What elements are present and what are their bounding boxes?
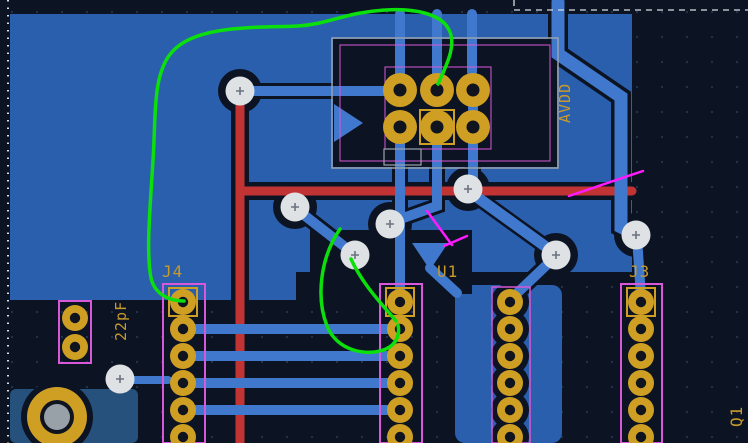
- via[interactable]: [224, 75, 256, 107]
- value-label-22pf[interactable]: 22pF: [112, 301, 130, 341]
- silkscreen-outline-u1: [379, 283, 423, 443]
- pad-through-hole[interactable]: [170, 343, 196, 369]
- ref-label-q1[interactable]: Q1: [727, 406, 746, 427]
- via[interactable]: [620, 219, 652, 251]
- ratsnest-line: [567, 169, 645, 198]
- pad-through-hole[interactable]: [420, 110, 454, 144]
- ref-label-j4[interactable]: J4: [162, 262, 183, 281]
- pad-through-hole[interactable]: [628, 316, 654, 342]
- pad-through-hole[interactable]: [628, 343, 654, 369]
- pad-through-hole[interactable]: [497, 316, 523, 342]
- via[interactable]: [374, 208, 406, 240]
- pad-through-hole[interactable]: [170, 397, 196, 423]
- ratsnest-line: [425, 209, 454, 247]
- pad-through-hole[interactable]: [387, 397, 413, 423]
- copper-triangle[interactable]: [412, 243, 448, 270]
- via[interactable]: [452, 173, 484, 205]
- pad-through-hole[interactable]: [170, 370, 196, 396]
- pad-through-hole[interactable]: [387, 289, 413, 315]
- u1-pads[interactable]: [385, 287, 415, 443]
- fab-outline: [383, 148, 422, 166]
- pad-through-hole[interactable]: [62, 305, 88, 331]
- silkscreen-outline-j4: [162, 283, 206, 443]
- footprint-outlines: [58, 37, 663, 443]
- courtyard-outline: [331, 37, 559, 169]
- ref-label-u1[interactable]: U1: [437, 262, 458, 281]
- top-footprint-pads[interactable]: [383, 73, 490, 145]
- highlight-trace[interactable]: [349, 257, 398, 323]
- via[interactable]: [279, 191, 311, 223]
- via[interactable]: [540, 239, 572, 271]
- pad-through-hole[interactable]: [456, 73, 490, 107]
- pad-through-hole[interactable]: [628, 397, 654, 423]
- ratsnest-lines: [425, 169, 645, 248]
- silkscreen-triangle[interactable]: [334, 104, 363, 142]
- pad-through-hole[interactable]: [383, 73, 417, 107]
- net-label-avdd[interactable]: AVDD: [556, 83, 574, 123]
- pad-through-hole[interactable]: [456, 110, 490, 144]
- pad-through-hole[interactable]: [497, 397, 523, 423]
- trace[interactable]: [387, 123, 442, 227]
- pad-through-hole[interactable]: [628, 370, 654, 396]
- silkscreen-outline: [339, 44, 551, 162]
- pad-through-hole[interactable]: [420, 73, 454, 107]
- j3-pads[interactable]: [626, 287, 656, 443]
- pad-through-hole[interactable]: [387, 370, 413, 396]
- via[interactable]: [104, 363, 136, 395]
- ratsnest-line: [442, 234, 469, 248]
- highlight-trace[interactable]: [146, 7, 454, 303]
- trace[interactable]: [425, 263, 462, 298]
- pad-through-hole[interactable]: [170, 316, 196, 342]
- pad-through-hole[interactable]: [497, 370, 523, 396]
- mounting-hole-pad[interactable]: [27, 387, 87, 443]
- silkscreen-outline: [491, 286, 531, 443]
- j4-pads[interactable]: [168, 287, 198, 443]
- pad-through-hole[interactable]: [497, 343, 523, 369]
- pad-through-hole[interactable]: [497, 289, 523, 315]
- silkscreen-outline-left-connector: [58, 300, 92, 364]
- pad-through-hole[interactable]: [383, 110, 417, 144]
- highlighted-route[interactable]: [146, 7, 454, 354]
- ref-label-j3[interactable]: J3: [629, 262, 650, 281]
- pad-through-hole[interactable]: [62, 334, 88, 360]
- silkscreen-outline: [384, 66, 492, 150]
- pad-through-hole[interactable]: [628, 289, 654, 315]
- silkscreen-outline-j3: [620, 283, 663, 443]
- highlight-trace[interactable]: [319, 227, 401, 354]
- trace[interactable]: [464, 186, 559, 258]
- sheet-border: [7, 0, 748, 443]
